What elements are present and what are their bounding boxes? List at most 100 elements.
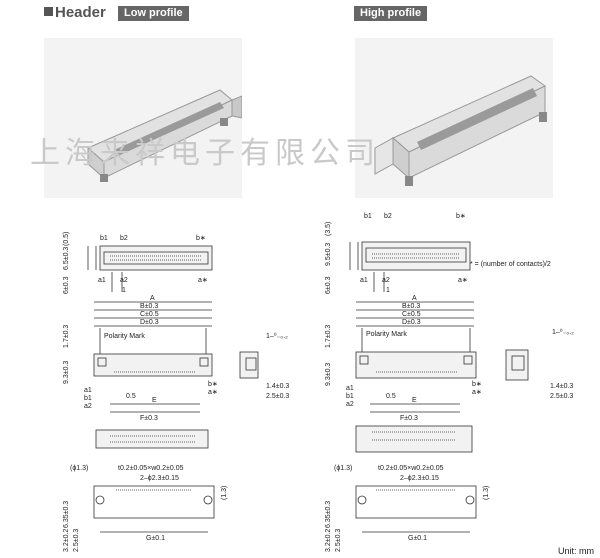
high-label-1-7: 1.7±0.3 bbox=[325, 325, 332, 348]
low-label-astar-front: a∗ bbox=[208, 389, 218, 396]
high-label-B: B±0.3 bbox=[402, 303, 420, 310]
high-label-astar: a∗ bbox=[458, 277, 468, 284]
high-bottom-view bbox=[355, 425, 473, 453]
high-profile-connector-illustration bbox=[374, 75, 547, 186]
high-label-b1-front: b1 bbox=[346, 393, 354, 400]
low-label-b1-front: b1 bbox=[84, 395, 92, 402]
low-label-1: 1 bbox=[122, 287, 126, 294]
low-front-left-hole bbox=[97, 357, 107, 367]
high-front-right-hole bbox=[463, 355, 473, 365]
high-front-left-hole bbox=[359, 355, 369, 365]
low-label-1-7: 1.7±0.3 bbox=[63, 325, 70, 348]
high-label-astar-front: a∗ bbox=[472, 389, 482, 396]
low-label-B: B±0.3 bbox=[140, 303, 158, 310]
low-label-2-5: 2.5±0.3 bbox=[266, 393, 289, 400]
high-label-h2: (3.5) bbox=[325, 222, 332, 236]
low-label-h2: (0.5) bbox=[63, 232, 70, 246]
high-label-bstar: b∗ bbox=[456, 213, 466, 220]
high-label-C: C±0.5 bbox=[402, 311, 421, 318]
high-label-bstar-front: b∗ bbox=[472, 381, 482, 388]
low-side-slot bbox=[245, 357, 257, 371]
high-profile-labels: b1 b2 b∗ a1 a2 a∗ 1 A B±0.3 C±0.5 D±0.3 … bbox=[325, 213, 574, 552]
low-label-a2-front: a2 bbox=[84, 403, 92, 410]
high-label-a2: a2 bbox=[382, 277, 390, 284]
low-label-2-5b: 2.5±0.3 bbox=[73, 529, 80, 552]
low-label-b1: b1 bbox=[100, 235, 108, 242]
low-label-1-3: (1.3) bbox=[221, 486, 228, 500]
low-bottom-view bbox=[95, 429, 209, 449]
low-label-05: 0.5 bbox=[126, 393, 136, 400]
low-label-A: A bbox=[150, 295, 155, 302]
low-label-6-35: 6.35±0.3 bbox=[63, 501, 70, 528]
high-label-a1: a1 bbox=[360, 277, 368, 284]
section-title-text: Header bbox=[55, 4, 106, 21]
high-label-gap: 1–⁰₋₀.₂ bbox=[552, 328, 574, 336]
low-label-astar: a∗ bbox=[198, 277, 208, 284]
high-profile-photo bbox=[355, 38, 553, 198]
high-front-body bbox=[355, 351, 477, 379]
high-label-6-35: 6.35±0.3 bbox=[325, 501, 332, 528]
low-profile-drawings bbox=[87, 245, 259, 533]
high-label-05: 0.5 bbox=[386, 393, 396, 400]
high-top-body bbox=[361, 241, 471, 271]
high-label-A: A bbox=[412, 295, 417, 302]
low-profile-connector-illustration bbox=[87, 89, 243, 182]
low-label-9-3: 9.3±0.3 bbox=[63, 361, 70, 384]
low-label-b2: b2 bbox=[120, 235, 128, 242]
high-label-3-2: 3.2±0.2 bbox=[325, 529, 332, 552]
unit-label: Unit: mm bbox=[558, 546, 594, 556]
low-label-a2: a2 bbox=[120, 277, 128, 284]
high-label-D: D±0.3 bbox=[402, 319, 421, 326]
high-label-hole1: (ϕ1.3) bbox=[334, 465, 352, 472]
low-label-hole2: 2–ϕ2.3±0.15 bbox=[140, 475, 179, 482]
high-label-G: G±0.1 bbox=[408, 535, 427, 542]
high-label-a2-front: a2 bbox=[346, 401, 354, 408]
high-profile-drawings bbox=[349, 241, 529, 533]
high-label-1: 1 bbox=[386, 287, 390, 294]
high-label-1-4: 1.4±0.3 bbox=[550, 383, 573, 390]
low-label-gap: 1–⁰₋₀.₂ bbox=[266, 332, 288, 340]
low-label-3-2: 3.2±0.2 bbox=[63, 529, 70, 552]
low-label-F: F±0.3 bbox=[140, 415, 158, 422]
section-title: Header bbox=[44, 4, 106, 21]
low-top-body bbox=[99, 245, 213, 271]
high-label-E: E bbox=[412, 397, 417, 404]
low-profile-photo bbox=[44, 38, 243, 198]
high-label-polarity: Polarity Mark bbox=[366, 331, 407, 338]
low-side-view bbox=[239, 351, 259, 379]
high-pcb-layout bbox=[355, 485, 477, 519]
watermark: 上海来祥电子有限公司 bbox=[30, 136, 380, 171]
low-front-right-hole bbox=[199, 357, 209, 367]
high-label-h3: 6±0.3 bbox=[325, 276, 332, 294]
high-label-9-3: 9.3±0.3 bbox=[325, 363, 332, 386]
high-profile-tag: High profile bbox=[354, 6, 428, 21]
high-side-view bbox=[505, 349, 529, 381]
low-label-hole1: (ϕ1.3) bbox=[70, 465, 88, 472]
high-label-b2: b2 bbox=[384, 213, 392, 220]
low-label-h3: 6±0.3 bbox=[63, 276, 70, 294]
low-label-slot: t0.2±0.05×w0.2±0.05 bbox=[118, 465, 184, 472]
high-pcb-hole-left bbox=[357, 495, 367, 505]
square-bullet-icon bbox=[44, 7, 53, 16]
high-label-slot: t0.2±0.05×w0.2±0.05 bbox=[378, 465, 444, 472]
high-top-inner bbox=[365, 247, 467, 263]
low-label-G: G±0.1 bbox=[146, 535, 165, 542]
low-label-C: C±0.5 bbox=[140, 311, 159, 318]
low-label-a1: a1 bbox=[98, 277, 106, 284]
low-label-bstar-front: b∗ bbox=[208, 381, 218, 388]
high-label-2-5: 2.5±0.3 bbox=[550, 393, 573, 400]
low-profile-labels: b1 b2 b∗ a1 a2 a∗ 1 A B±0.3 C±0.5 D±0.3 … bbox=[63, 232, 289, 552]
low-label-h1: 6.5±0.3 bbox=[63, 247, 70, 270]
high-label-h1: 9.5±0.3 bbox=[325, 243, 332, 266]
low-pcb-layout bbox=[93, 485, 215, 519]
high-pcb-hole-right bbox=[465, 495, 475, 505]
high-label-hole2: 2–ϕ2.3±0.15 bbox=[400, 475, 439, 482]
low-label-a1-front: a1 bbox=[84, 387, 92, 394]
low-profile-tag: Low profile bbox=[118, 6, 189, 21]
high-label-1-3: (1.3) bbox=[483, 486, 490, 500]
footnote: * = (number of contacts)/2 bbox=[470, 261, 551, 268]
low-label-E: E bbox=[152, 397, 157, 404]
low-pcb-hole-right bbox=[203, 495, 213, 505]
high-label-b1: b1 bbox=[364, 213, 372, 220]
low-label-polarity: Polarity Mark bbox=[104, 333, 145, 340]
